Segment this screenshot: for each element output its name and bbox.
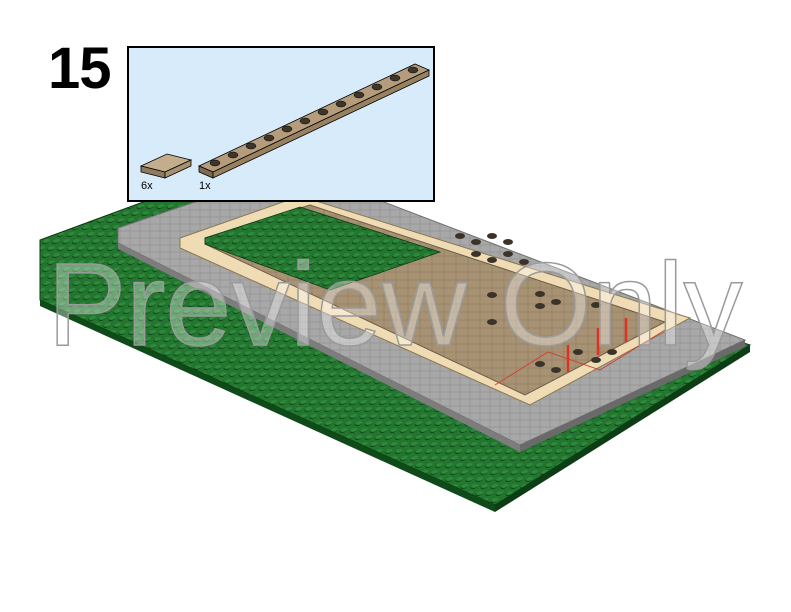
red-outline [494,329,666,386]
green-baseplate-side-right [495,345,750,512]
parts-illustration [139,63,430,179]
parts-callout: 6x 1x [127,46,435,202]
gray-road-side [118,243,520,452]
tile-1x2-icon [139,153,193,179]
part-qty-tile: 6x [141,180,153,192]
green-baseplate-side [40,300,495,512]
inner-green-area [204,206,442,291]
floor-studs [455,233,617,373]
plate-1x12-icon [198,63,430,179]
part-qty-plate: 1x [199,180,211,192]
gray-road-side-right [520,340,745,452]
step-number: 15 [48,36,112,101]
